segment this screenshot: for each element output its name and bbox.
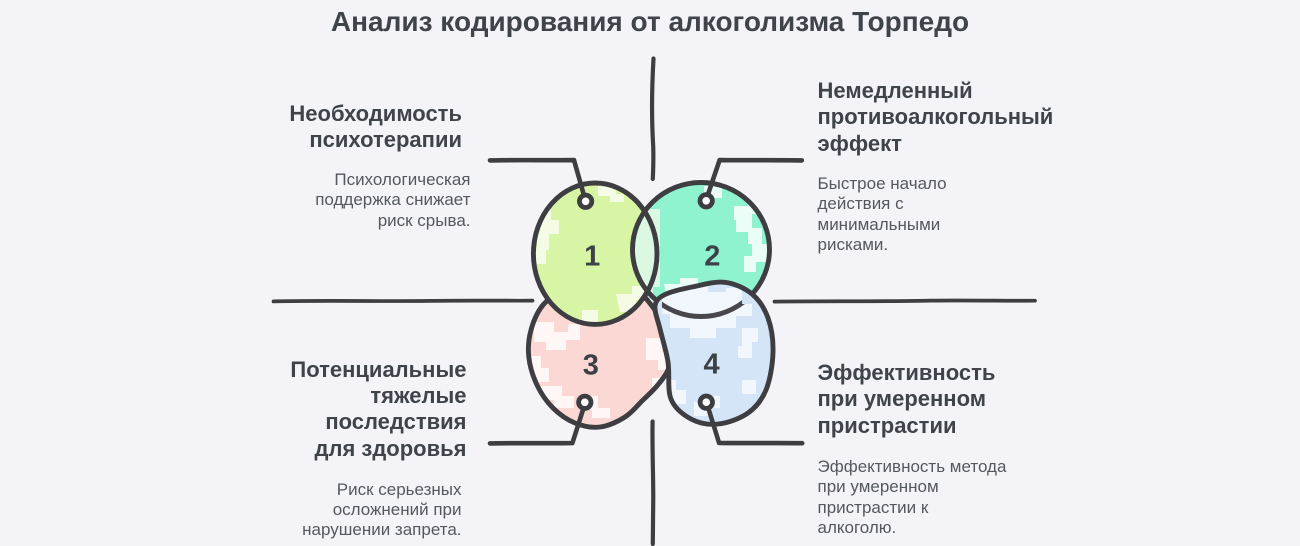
svg-text:3: 3: [583, 350, 599, 382]
svg-text:2: 2: [704, 240, 720, 272]
svg-text:4: 4: [704, 349, 720, 381]
svg-text:1: 1: [584, 241, 600, 273]
